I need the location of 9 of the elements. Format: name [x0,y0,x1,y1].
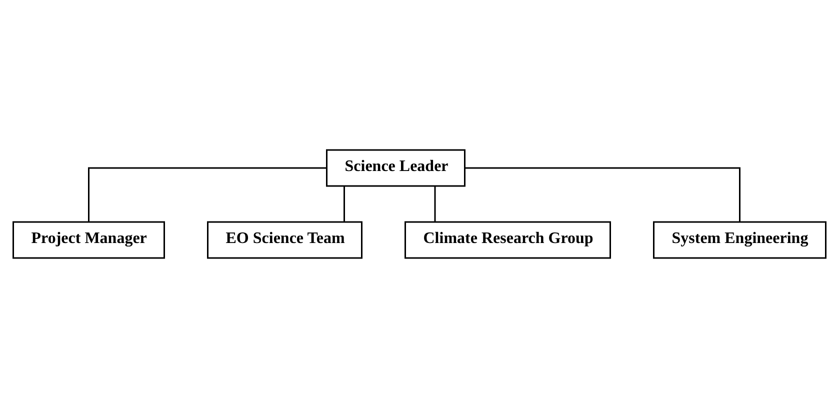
connector [434,186,436,222]
connector [464,166,740,222]
node-box: System Engineering [653,220,826,258]
node-box: Project Manager [12,220,165,258]
connector [88,166,326,222]
node-box: Climate Research Group [404,220,611,258]
node-box: EO Science Team [207,220,362,258]
node-box: Science Leader [326,148,466,186]
connector [344,186,345,222]
